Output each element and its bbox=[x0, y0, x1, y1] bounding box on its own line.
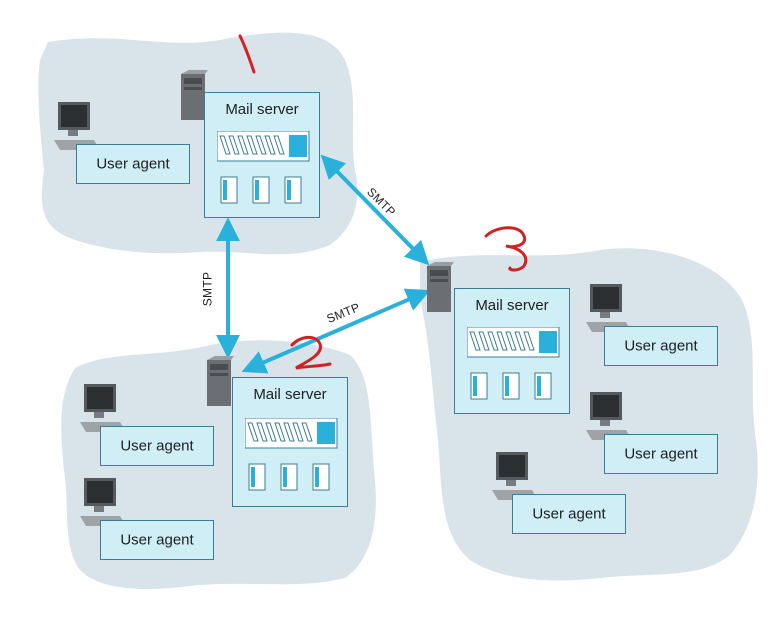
user-agent-label: User agent bbox=[624, 445, 698, 463]
computer-icon bbox=[54, 102, 100, 150]
mail-server-box: Mail server bbox=[454, 288, 570, 414]
user-agent-box: User agent bbox=[76, 144, 190, 184]
user-agent-box: User agent bbox=[512, 494, 626, 534]
annotation-3 bbox=[484, 226, 528, 272]
mail-queue-and-mailboxes bbox=[245, 418, 338, 491]
mail-server-label: Mail server bbox=[225, 101, 299, 118]
annotation-2 bbox=[290, 335, 332, 370]
user-agent-label: User agent bbox=[120, 437, 194, 455]
mail-server-label: Mail server bbox=[475, 297, 549, 314]
server-tower-icon bbox=[207, 356, 234, 406]
user-agent-label: User agent bbox=[532, 505, 606, 523]
mail-server-box: Mail server bbox=[204, 92, 320, 218]
mail-queue-and-mailboxes bbox=[467, 327, 560, 400]
user-agent-label: User agent bbox=[96, 155, 170, 173]
server-tower-icon bbox=[181, 70, 208, 120]
smtp-arrow-1-3 bbox=[320, 154, 430, 266]
mail-queue-and-mailboxes bbox=[217, 131, 310, 204]
computer-icon bbox=[492, 452, 538, 500]
server-tower-icon bbox=[427, 262, 454, 312]
mail-server-box: Mail server bbox=[232, 377, 348, 507]
annotation-1 bbox=[238, 34, 256, 74]
user-agent-label: User agent bbox=[120, 531, 194, 549]
user-agent-box: User agent bbox=[604, 434, 718, 474]
computer-icon bbox=[586, 284, 632, 332]
user-agent-box: User agent bbox=[100, 520, 214, 560]
user-agent-box: User agent bbox=[100, 426, 214, 466]
smtp-arrow-2-3 bbox=[241, 288, 431, 374]
user-agent-label: User agent bbox=[624, 337, 698, 355]
mail-server-label: Mail server bbox=[253, 386, 327, 403]
user-agent-box: User agent bbox=[604, 326, 718, 366]
